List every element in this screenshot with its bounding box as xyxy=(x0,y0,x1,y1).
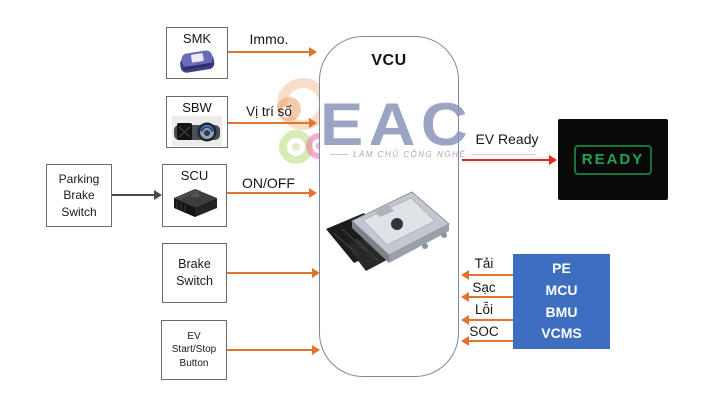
arrow-soc-to-vcu xyxy=(461,336,513,346)
signal-label-ev-ready: EV Ready xyxy=(475,131,539,147)
arrow-scu-to-vcu xyxy=(227,188,317,198)
arrow-evstart-to-vcu xyxy=(227,345,320,355)
node-ev-start-stop-button: EV Start/Stop Button xyxy=(161,320,227,380)
node-parking-brake-switch: Parking Brake Switch xyxy=(46,164,112,227)
signal-label-immo: Immo. xyxy=(249,31,289,47)
node-brake-switch: Brake Switch xyxy=(162,243,227,303)
arrow-load-to-vcu xyxy=(461,270,513,280)
subsystem-pe: PE xyxy=(552,260,571,277)
arrow-fault-to-vcu xyxy=(461,315,513,325)
node-subsystems: PE MCU BMU VCMS xyxy=(513,254,610,349)
smk-key-fob-image xyxy=(180,50,215,73)
watermark-line-left xyxy=(330,153,348,155)
arrow-parking-to-scu xyxy=(112,190,162,200)
signal-label-on-off: ON/OFF xyxy=(242,175,295,191)
signal-label-gear-position: Vị trí số xyxy=(246,104,292,119)
watermark-line-right xyxy=(471,153,535,155)
watermark-tagline-text: LÀM CHỦ CÔNG NGHỆ xyxy=(353,149,467,159)
vcu-title: VCU xyxy=(371,52,407,69)
scu-module-image xyxy=(173,189,217,217)
signal-label-soc: SOC xyxy=(469,324,499,339)
node-sbw-label: SBW xyxy=(182,100,212,115)
node-scu-label: SCU xyxy=(180,168,209,183)
node-brake-switch-label: Brake Switch xyxy=(176,257,213,288)
signal-label-fault: Lỗi xyxy=(474,302,493,317)
signal-label-charge: Sạc xyxy=(472,280,496,295)
arrow-smk-to-vcu xyxy=(228,47,317,57)
signal-label-load: Tải xyxy=(474,256,494,271)
node-scu: SCU xyxy=(162,164,227,227)
node-ev-start-stop-label: EV Start/Stop Button xyxy=(171,330,217,369)
watermark-brand: EAC xyxy=(320,91,474,158)
ready-screen: READY xyxy=(558,119,668,200)
arrow-brake-to-vcu xyxy=(227,268,320,278)
node-smk-label: SMK xyxy=(182,31,212,46)
subsystem-vcms: VCMS xyxy=(541,325,582,342)
vcu-ecu-image xyxy=(326,191,450,271)
node-sbw: SBW xyxy=(166,96,228,148)
arrow-charge-to-vcu xyxy=(461,292,513,302)
arrow-vcu-to-ready xyxy=(462,155,557,165)
arrow-sbw-to-vcu xyxy=(228,118,317,128)
node-smk: SMK xyxy=(166,27,228,79)
subsystem-bmu: BMU xyxy=(545,303,578,320)
sbw-shifter-image xyxy=(172,116,222,146)
node-parking-brake-switch-label: Parking Brake Switch xyxy=(58,172,100,219)
subsystem-mcu: MCU xyxy=(545,281,578,298)
ready-badge: READY xyxy=(574,144,652,175)
watermark-tagline: LÀM CHỦ CÔNG NGHỆ xyxy=(330,149,535,159)
